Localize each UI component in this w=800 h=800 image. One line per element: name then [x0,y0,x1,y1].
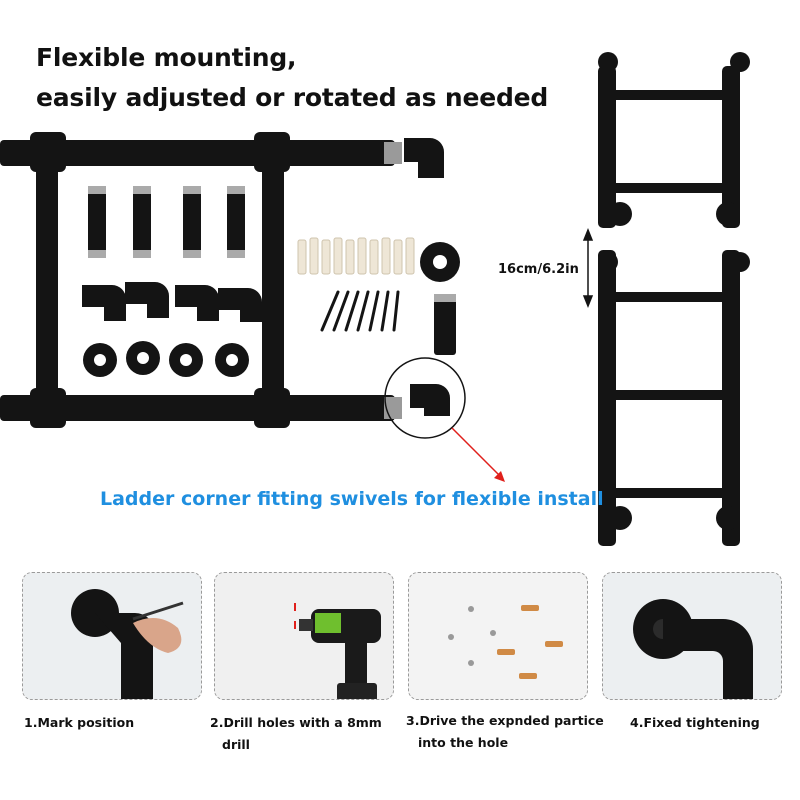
product-illustration [0,52,750,546]
right-ladder-short [598,52,750,228]
step-1-label: 1.Mark position [24,712,134,734]
floor-flanges [83,242,460,377]
step-3-label: 3.Drive the expnded partice into the hol… [406,710,604,754]
headline-line-1: Flexible mounting, [36,43,297,72]
callout-pointer [384,357,466,439]
red-arrow [451,427,505,482]
corner-fitting [434,294,456,355]
step-2-label-line-1: 2.Drill holes with a 8mm [210,715,382,730]
headline: Flexible mounting, easily adjusted or ro… [36,38,548,118]
wall-anchors [297,237,415,275]
swivel-callout-text: Ladder corner fitting swivels for flexib… [100,488,604,510]
step-3-image [408,572,588,700]
dimension-label: 16cm/6.2in [498,262,579,277]
dimension-arrow [582,227,594,309]
step-3-label-line-1: 3.Drive the expnded partice [406,713,604,728]
step-2-label-line-2: drill [222,737,250,752]
step-1-image [22,572,202,700]
left-ladder-assembly [0,132,450,428]
step-2-image [214,572,394,700]
step-4-label: 4.Fixed tightening [630,712,760,734]
right-ladder-tall [598,250,750,546]
step-4-image [602,572,782,700]
step-2-label: 2.Drill holes with a 8mm drill [210,712,382,756]
headline-line-2: easily adjusted or rotated as needed [36,83,549,112]
step-3-label-line-2: into the hole [418,735,509,750]
pipe-elbows [82,282,262,322]
step-1-label-line-1: 1.Mark position [24,715,135,730]
screws [320,290,400,332]
step-4-label-line-1: 4.Fixed tightening [630,715,760,730]
pipe-nipples [88,186,245,258]
